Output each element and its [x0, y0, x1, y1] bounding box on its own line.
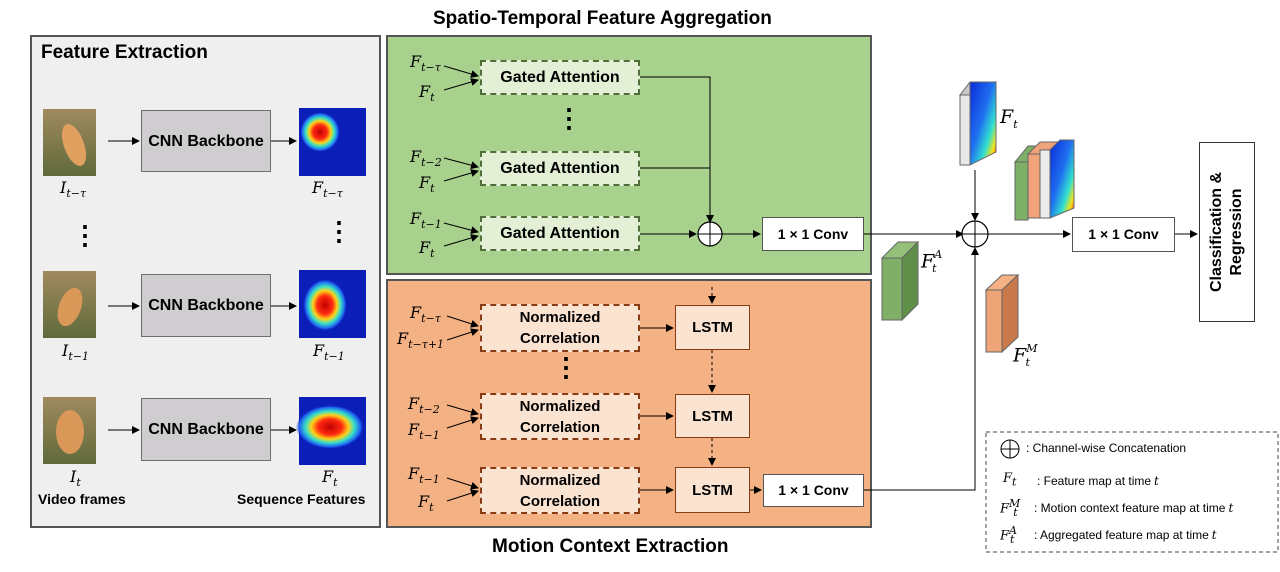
normalized-correlation-3: Normalized Correlation [480, 467, 640, 514]
norm-input-b-3: Ft [418, 492, 434, 515]
gated-input-b-1: Ft [419, 82, 435, 105]
motion-conv: 1 × 1 Conv [763, 474, 864, 507]
frame-label-2: It−1 [62, 341, 89, 364]
motion-context-title: Motion Context Extraction [492, 536, 729, 557]
heatmap-2 [299, 270, 366, 338]
frames-ellipsis: ⋮ [72, 220, 98, 250]
feature-label-3: Ft [322, 467, 338, 490]
cnn-backbone-3: CNN Backbone [141, 398, 271, 461]
norm-input-a-1: Ft−τ [410, 303, 441, 326]
gated-ellipsis: ⋮ [556, 103, 582, 133]
spatio-temporal-title: Spatio-Temporal Feature Aggregation [433, 8, 772, 29]
ft-tensor [958, 81, 998, 166]
gated-attention-2: Gated Attention [480, 151, 640, 186]
norm-input-a-3: Ft−1 [408, 464, 440, 487]
gated-input-a-2: Ft−2 [410, 147, 442, 170]
gated-attention-1: Gated Attention [480, 60, 640, 95]
gated-input-b-3: Ft [419, 238, 435, 261]
heatmap-3 [296, 397, 366, 465]
final-conv: 1 × 1 Conv [1072, 217, 1175, 252]
legend-ftm: FMt: Motion context feature map at time … [1000, 497, 1234, 519]
heatmap-1 [299, 108, 366, 176]
legend-fta: FAt: Aggregated feature map at time t [1000, 524, 1217, 546]
spatio-conv: 1 × 1 Conv [762, 217, 864, 251]
lstm-2: LSTM [675, 394, 750, 438]
gated-attention-3: Gated Attention [480, 216, 640, 251]
fta-label: FAt [921, 248, 943, 276]
frame-label-1: It−τ [60, 178, 87, 201]
video-frames-label: Video frames [38, 491, 126, 507]
ft-label: Ft [1000, 106, 1018, 131]
norm-input-a-2: Ft−2 [408, 394, 440, 417]
fta-tensor [880, 240, 920, 322]
legend-box [985, 431, 1279, 553]
frame-label-3: It [70, 467, 81, 490]
concat-tensor-stack [1013, 139, 1075, 221]
features-ellipsis: ⋮ [326, 216, 352, 246]
ftm-label: FMt [1013, 342, 1038, 370]
normalized-correlation-2: Normalized Correlation [480, 393, 640, 440]
legend-ft: Ft: Feature map at time t [1003, 471, 1159, 489]
ftm-tensor [984, 273, 1020, 354]
lstm-3: LSTM [675, 467, 750, 513]
norm-input-b-1: Ft−τ+1 [397, 329, 445, 352]
gated-input-a-3: Ft−1 [410, 209, 442, 232]
legend-concat: : Channel-wise Concatenation [1026, 441, 1187, 455]
sequence-features-label: Sequence Features [237, 491, 366, 507]
feature-extraction-title: Feature Extraction [41, 42, 208, 63]
gated-input-a-1: Ft−τ [410, 52, 441, 75]
cnn-backbone-1: CNN Backbone [141, 110, 271, 172]
classification-regression-head: Classification & Regression [1199, 142, 1255, 322]
norm-ellipsis: ⋮ [553, 352, 579, 382]
normalized-correlation-1: Normalized Correlation [480, 304, 640, 352]
norm-input-b-2: Ft−1 [408, 420, 440, 443]
feature-label-1: Ft−τ [312, 178, 343, 201]
gated-input-b-2: Ft [419, 173, 435, 196]
feature-label-2: Ft−1 [313, 341, 345, 364]
lstm-1: LSTM [675, 305, 750, 350]
classification-regression-label: Classification & Regression [1208, 171, 1245, 293]
cnn-backbone-2: CNN Backbone [141, 274, 271, 337]
